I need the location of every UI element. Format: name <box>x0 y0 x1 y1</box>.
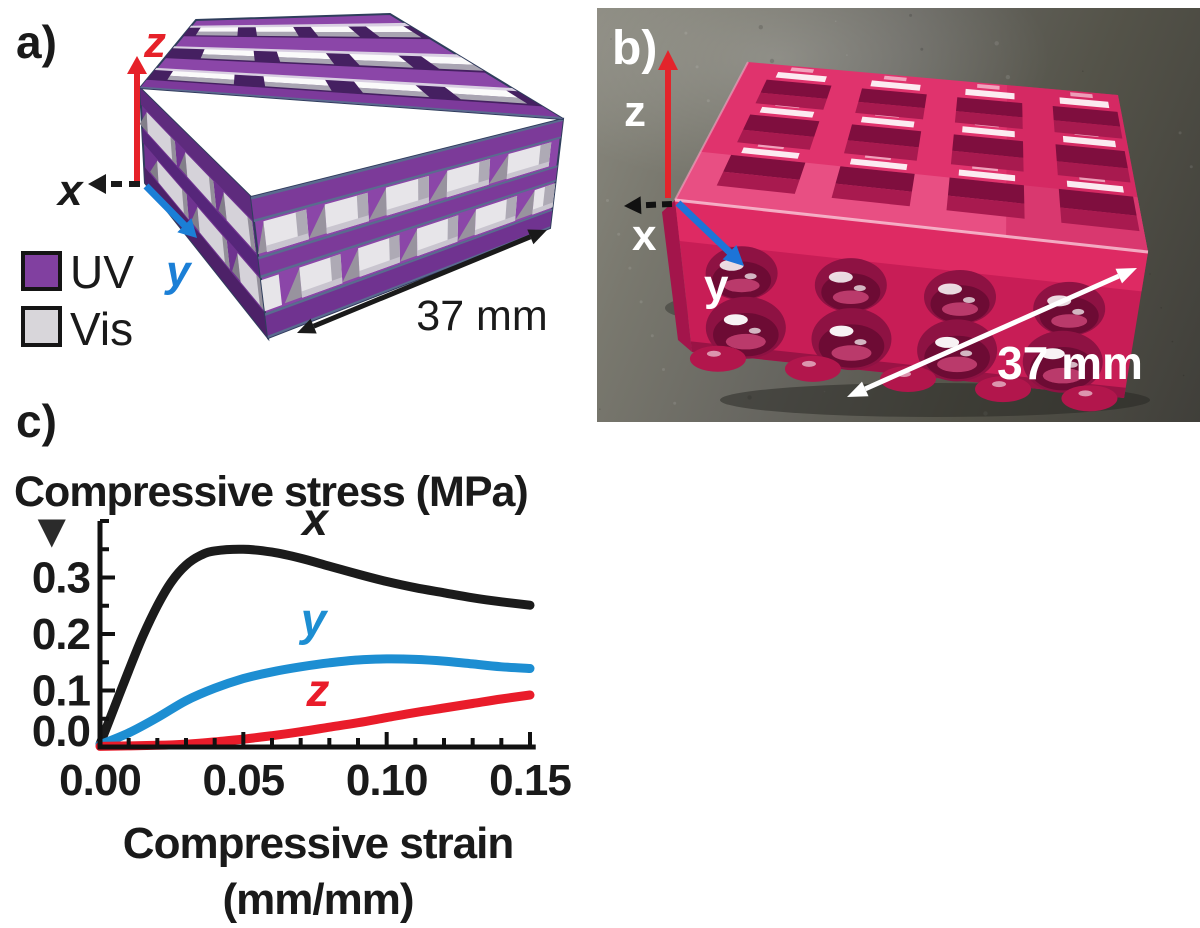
axis-and-dimension-arrows <box>88 50 1137 397</box>
panel-a-z-axis-label: z <box>143 18 166 67</box>
series-x-label: x <box>299 493 330 545</box>
chart-x-axis-title-line2: (mm/mm) <box>222 875 413 924</box>
compression-direction-marker: ▼ <box>28 505 76 558</box>
chart-x-axis-title-line1: Compressive strain <box>123 819 513 868</box>
panel-a-dimension-label: 37 mm <box>416 292 547 340</box>
series-z-curve <box>95 690 535 751</box>
panel-b-y-axis-label: y <box>704 261 729 310</box>
legend-label-uv: UV <box>70 246 134 298</box>
series-y-label: y <box>299 594 329 646</box>
x-tick-label: 0.10 <box>346 756 428 805</box>
x-tick-label: 0.15 <box>489 756 571 805</box>
panel-b-label: b) <box>612 22 657 75</box>
panel-a-y-axis-label: y <box>164 247 193 296</box>
panel-b-z-axis-label: z <box>624 87 646 136</box>
legend-label-vis: Vis <box>70 303 133 355</box>
chart-y-axis-title: Compressive stress (MPa) <box>14 468 528 516</box>
x-tick-label: 0.05 <box>203 756 285 805</box>
lattice-schematic-drawing <box>137 12 565 342</box>
panel-c-label: c) <box>16 395 57 447</box>
series-y-curve <box>95 654 535 750</box>
panel-a-label: a) <box>16 16 57 68</box>
series-x-curve <box>95 544 535 749</box>
stress-strain-chart: 0.00 0.05 0.10 0.15 0.00.1 0.2 0.3 xyz <box>32 493 573 805</box>
x-tick-label: 0.00 <box>59 756 141 805</box>
y-tick-label: 0.0 <box>32 707 90 756</box>
series-z-label: z <box>305 664 329 716</box>
legend-swatch-uv <box>21 251 62 291</box>
panel-b-dimension-label: 37 mm <box>997 337 1143 389</box>
panel-a-x-axis-label: x <box>56 166 84 215</box>
panel-b-x-axis-label: x <box>632 211 657 260</box>
y-tick-label: 0.2 <box>32 610 90 659</box>
legend-swatch-vis <box>21 306 62 347</box>
y-tick-label: 0.1 <box>32 667 91 716</box>
y-tick-label: 0.3 <box>32 554 90 603</box>
